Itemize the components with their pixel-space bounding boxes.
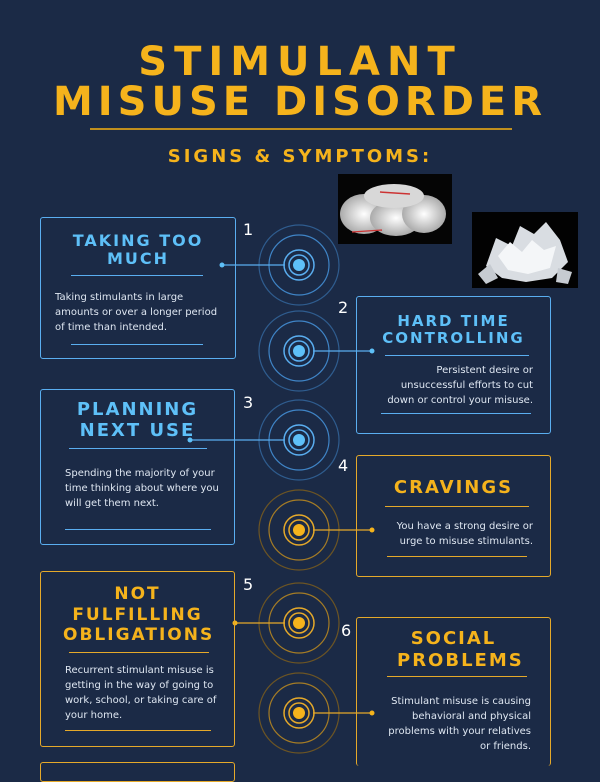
- card-title-underline: [71, 275, 203, 276]
- card-bottom-line: [65, 730, 211, 731]
- card-bottom-line: [387, 556, 527, 557]
- item-1-number: 1: [243, 220, 254, 239]
- card-description: Recurrent stimulant misuse is getting in…: [65, 665, 217, 721]
- item-4-number: 4: [338, 456, 349, 475]
- card-title-underline: [385, 355, 529, 356]
- title-line-2: MISUSE DISORDER: [52, 79, 548, 125]
- card-description: Stimulant misuse is causing behavioral a…: [388, 696, 531, 752]
- card-cravings: CRAVINGS You have a strong desire or urg…: [356, 455, 551, 577]
- card-title: NOT FULFILLING OBLIGATIONS: [63, 584, 215, 646]
- item-2-number: 2: [338, 298, 349, 317]
- card-title: PLANNING NEXT USE: [76, 399, 199, 441]
- timeline-node-2: [258, 310, 375, 392]
- timeline-graphic: [187, 218, 375, 766]
- card-title: HARD TIME CONTROLLING: [382, 312, 525, 348]
- card-title: TAKING TOO MUCH: [72, 231, 204, 269]
- card-title-underline: [69, 652, 209, 653]
- title-divider: [90, 128, 512, 130]
- card-description: Spending the majority of your time think…: [65, 468, 219, 509]
- item-6-number: 6: [341, 621, 352, 640]
- card-partial-next: [40, 762, 235, 782]
- card-not-fulfilling-obligations: NOT FULFILLING OBLIGATIONS Recurrent sti…: [40, 571, 235, 747]
- title-line-1: STIMULANT: [138, 39, 462, 85]
- card-bottom-line: [381, 413, 531, 414]
- card-description: Taking stimulants in large amounts or ov…: [55, 292, 218, 333]
- card-taking-too-much: TAKING TOO MUCH Taking stimulants in lar…: [40, 217, 236, 359]
- subtitle: SIGNS & SYMPTOMS:: [167, 146, 433, 167]
- timeline-node-4: [258, 489, 375, 571]
- timeline-node-1: [219, 224, 340, 306]
- timeline-node-6: [258, 672, 375, 754]
- card-bottom-line: [65, 529, 211, 530]
- card-title: CRAVINGS: [393, 477, 514, 498]
- card-hard-time-controlling: HARD TIME CONTROLLING Persistent desire …: [356, 296, 551, 434]
- card-title-underline: [385, 506, 529, 507]
- powder-bags-image: [338, 174, 452, 244]
- card-description: Persistent desire or unsuccessful effort…: [387, 365, 533, 406]
- card-planning-next-use: PLANNING NEXT USE Spending the majority …: [40, 389, 235, 545]
- card-title-underline: [69, 448, 207, 449]
- card-social-problems: SOCIAL PROBLEMS Stimulant misuse is caus…: [356, 617, 551, 766]
- timeline-node-5: [232, 582, 340, 664]
- card-title: SOCIAL PROBLEMS: [397, 628, 524, 671]
- card-description: You have a strong desire or urge to misu…: [396, 521, 533, 547]
- timeline-node-3: [187, 399, 340, 481]
- card-title-underline: [387, 676, 527, 677]
- item-5-number: 5: [243, 575, 254, 594]
- crystal-image: [472, 212, 578, 288]
- item-3-number: 3: [243, 393, 254, 412]
- card-bottom-line: [71, 344, 203, 345]
